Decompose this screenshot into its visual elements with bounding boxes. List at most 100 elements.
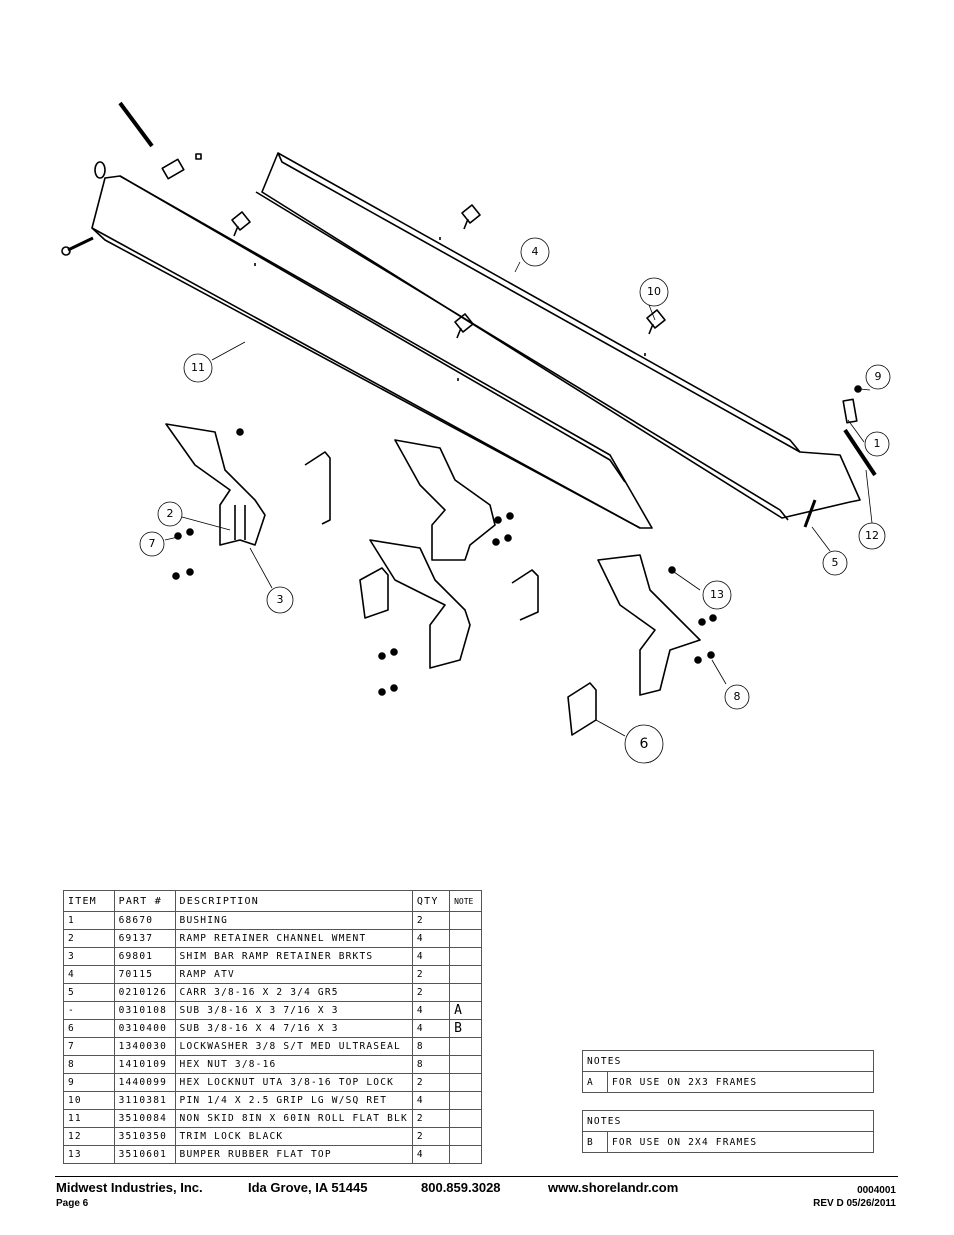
callout-7: 7 — [149, 537, 156, 550]
footer-divider — [55, 1176, 898, 1177]
callout-10: 10 — [647, 285, 661, 298]
cell-note — [449, 911, 482, 930]
cell-note: A — [449, 1001, 482, 1020]
cell-qty: 4 — [411, 947, 451, 966]
u-bolts — [304, 451, 597, 736]
note-key: B — [582, 1131, 608, 1153]
cell-qty: 4 — [411, 1145, 451, 1164]
header-qty: QTY — [411, 890, 451, 912]
header-item: ITEM — [63, 890, 115, 912]
cell-qty: 2 — [411, 1127, 451, 1146]
header-note: NOTE — [449, 890, 482, 912]
cell-item: 11 — [63, 1109, 115, 1128]
cell-item: 12 — [63, 1127, 115, 1146]
cell-description: HEX NUT 3/8-16 — [174, 1055, 413, 1074]
cell-description: CARR 3/8-16 X 2 3/4 GR5 — [174, 983, 413, 1002]
cell-part: 69137 — [113, 929, 176, 948]
cell-note — [449, 1145, 482, 1164]
cell-item: 6 — [63, 1019, 115, 1038]
cell-note — [449, 1091, 482, 1110]
cell-description: SUB 3/8-16 X 4 7/16 X 3 — [174, 1019, 413, 1038]
cell-qty: 2 — [411, 1073, 451, 1092]
pin-top-left — [61, 101, 202, 256]
cell-part: 0210126 — [113, 983, 176, 1002]
cell-part: 70115 — [113, 965, 176, 984]
note-text: FOR USE ON 2X3 FRAMES — [607, 1071, 874, 1093]
cell-description: SHIM BAR RAMP RETAINER BRKTS — [174, 947, 413, 966]
cell-description: PIN 1/4 X 2.5 GRIP LG W/SQ RET — [174, 1091, 413, 1110]
header-description: DESCRIPTION — [174, 890, 413, 912]
callout-11: 11 — [191, 361, 205, 374]
cell-qty: 4 — [411, 1091, 451, 1110]
notes-header: NOTES — [582, 1050, 874, 1072]
cell-note — [449, 1055, 482, 1074]
note-text: FOR USE ON 2X4 FRAMES — [607, 1131, 874, 1153]
cell-item: 10 — [63, 1091, 115, 1110]
cell-part: 3110381 — [113, 1091, 176, 1110]
callout-3: 3 — [277, 593, 284, 606]
right-hardware — [803, 385, 877, 528]
cell-part: 69801 — [113, 947, 176, 966]
grip-pins — [231, 204, 666, 339]
callout-6: 6 — [640, 736, 649, 752]
retainer-brackets — [165, 423, 701, 696]
footer-page-number: Page 6 — [56, 1198, 89, 1209]
cell-note — [449, 965, 482, 984]
cell-item: 1 — [63, 911, 115, 930]
notes-header: NOTES — [582, 1110, 874, 1132]
cell-qty: 8 — [411, 1055, 451, 1074]
footer-phone: 800.859.3028 — [421, 1180, 501, 1195]
footer-website[interactable]: www.shorelandr.com — [548, 1180, 679, 1195]
cell-description: LOCKWASHER 3/8 S/T MED ULTRASEAL — [174, 1037, 413, 1056]
cell-description: TRIM LOCK BLACK — [174, 1127, 413, 1146]
note-key: A — [582, 1071, 608, 1093]
cell-description: NON SKID 8IN X 60IN ROLL FLAT BLK — [174, 1109, 413, 1128]
cell-description: HEX LOCKNUT UTA 3/8-16 TOP LOCK — [174, 1073, 413, 1092]
cell-item: 2 — [63, 929, 115, 948]
cell-qty: 2 — [411, 965, 451, 984]
cell-part: 0310400 — [113, 1019, 176, 1038]
footer-city: Ida Grove, IA 51445 — [248, 1180, 368, 1195]
cell-description: BUSHING — [174, 911, 413, 930]
cell-part: 68670 — [113, 911, 176, 930]
cell-note: B — [449, 1019, 482, 1038]
cell-qty: 8 — [411, 1037, 451, 1056]
cell-part: 3510350 — [113, 1127, 176, 1146]
cell-note — [449, 983, 482, 1002]
cell-qty: 4 — [411, 1001, 451, 1020]
cell-part: 3510601 — [113, 1145, 176, 1164]
header-part: PART # — [113, 890, 176, 912]
callout-4: 4 — [532, 245, 539, 258]
cell-note — [449, 947, 482, 966]
cell-note — [449, 1037, 482, 1056]
cell-note — [449, 1109, 482, 1128]
cell-item: 4 — [63, 965, 115, 984]
cell-part: 1410109 — [113, 1055, 176, 1074]
cell-item: - — [63, 1001, 115, 1020]
cell-item: 5 — [63, 983, 115, 1002]
cell-qty: 2 — [411, 911, 451, 930]
cell-description: BUMPER RUBBER FLAT TOP — [174, 1145, 413, 1164]
cell-item: 3 — [63, 947, 115, 966]
cell-note — [449, 1073, 482, 1092]
callout-2: 2 — [167, 507, 174, 520]
nuts — [172, 428, 717, 696]
callout-5: 5 — [832, 556, 839, 569]
cell-part: 3510084 — [113, 1109, 176, 1128]
cell-item: 9 — [63, 1073, 115, 1092]
callout-9: 9 — [875, 370, 882, 383]
cell-qty: 2 — [411, 983, 451, 1002]
cell-qty: 4 — [411, 929, 451, 948]
